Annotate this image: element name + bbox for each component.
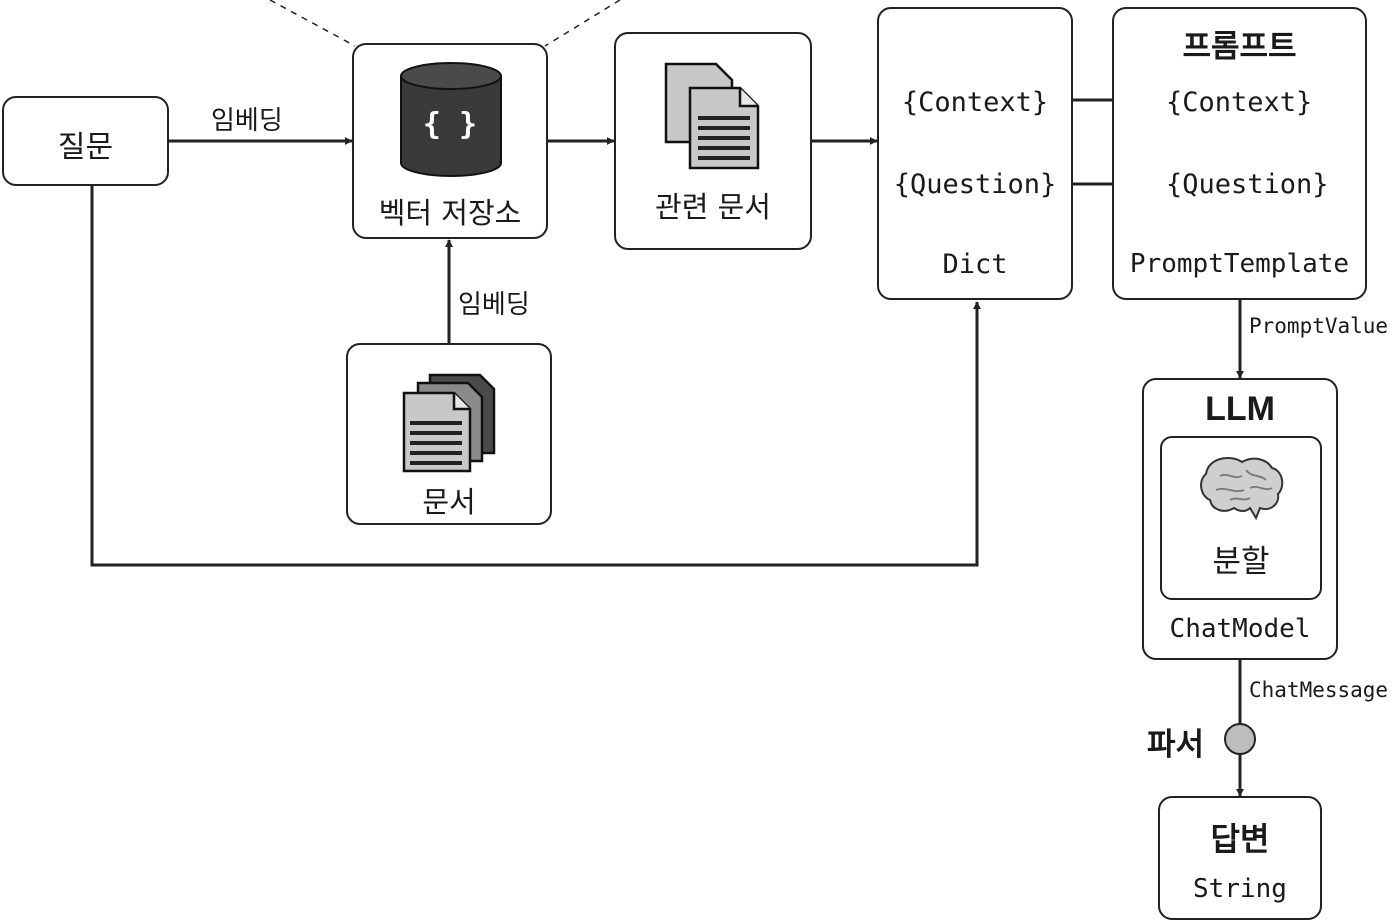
documents-stack-icon (664, 62, 760, 170)
dict-node: {Context} {Question} Dict (877, 7, 1073, 300)
prompt-context-slot: {Context} (1166, 87, 1313, 118)
dict-context-key: {Context} (901, 87, 1049, 118)
documents-label: 문서 (422, 485, 476, 519)
database-icon (400, 62, 502, 177)
database-glyph: { } (422, 107, 478, 142)
related-docs-label: 관련 문서 (655, 190, 771, 224)
embed-question-label: 임베딩 (211, 106, 283, 136)
parser-label: 파서 (1147, 727, 1205, 763)
llm-inner-label: 분할 (1212, 544, 1270, 580)
parser-node-icon (1224, 723, 1256, 755)
question-node: 질문 (2, 96, 169, 186)
llm-type-label: ChatModel (1169, 614, 1311, 644)
dict-question-key: {Question} (893, 169, 1057, 200)
llm-node: LLM 분할 ChatModel (1142, 378, 1338, 660)
chat-message-label: ChatMessage (1249, 678, 1389, 702)
answer-node: 답변 String (1158, 796, 1322, 920)
vectorstore-node: { } 벡터 저장소 (352, 43, 548, 239)
dashed-line-left (269, 0, 356, 47)
answer-type-label: String (1193, 874, 1287, 904)
edge-question-to-dict (90, 186, 981, 567)
llm-title: LLM (1205, 390, 1275, 428)
embed-documents-label: 임베딩 (458, 290, 530, 320)
brain-icon (1200, 457, 1284, 521)
prompt-title: 프롬프트 (1182, 29, 1297, 65)
question-label: 질문 (57, 130, 114, 165)
dashed-line-right (544, 0, 621, 47)
vectorstore-label: 벡터 저장소 (378, 196, 522, 230)
prompt-question-slot: {Question} (1166, 169, 1329, 200)
answer-title: 답변 (1210, 820, 1270, 858)
dict-type-label: Dict (942, 249, 1008, 280)
prompt-type-label: PromptTemplate (1129, 249, 1350, 279)
documents-stack-icon (402, 373, 496, 473)
prompt-node: 프롬프트 {Context} {Question} PromptTemplate (1112, 7, 1367, 300)
llm-inner-node: 분할 (1160, 436, 1322, 600)
documents-node: 문서 (346, 343, 552, 525)
prompt-value-label: PromptValue (1249, 314, 1389, 338)
related-docs-node: 관련 문서 (614, 32, 812, 250)
